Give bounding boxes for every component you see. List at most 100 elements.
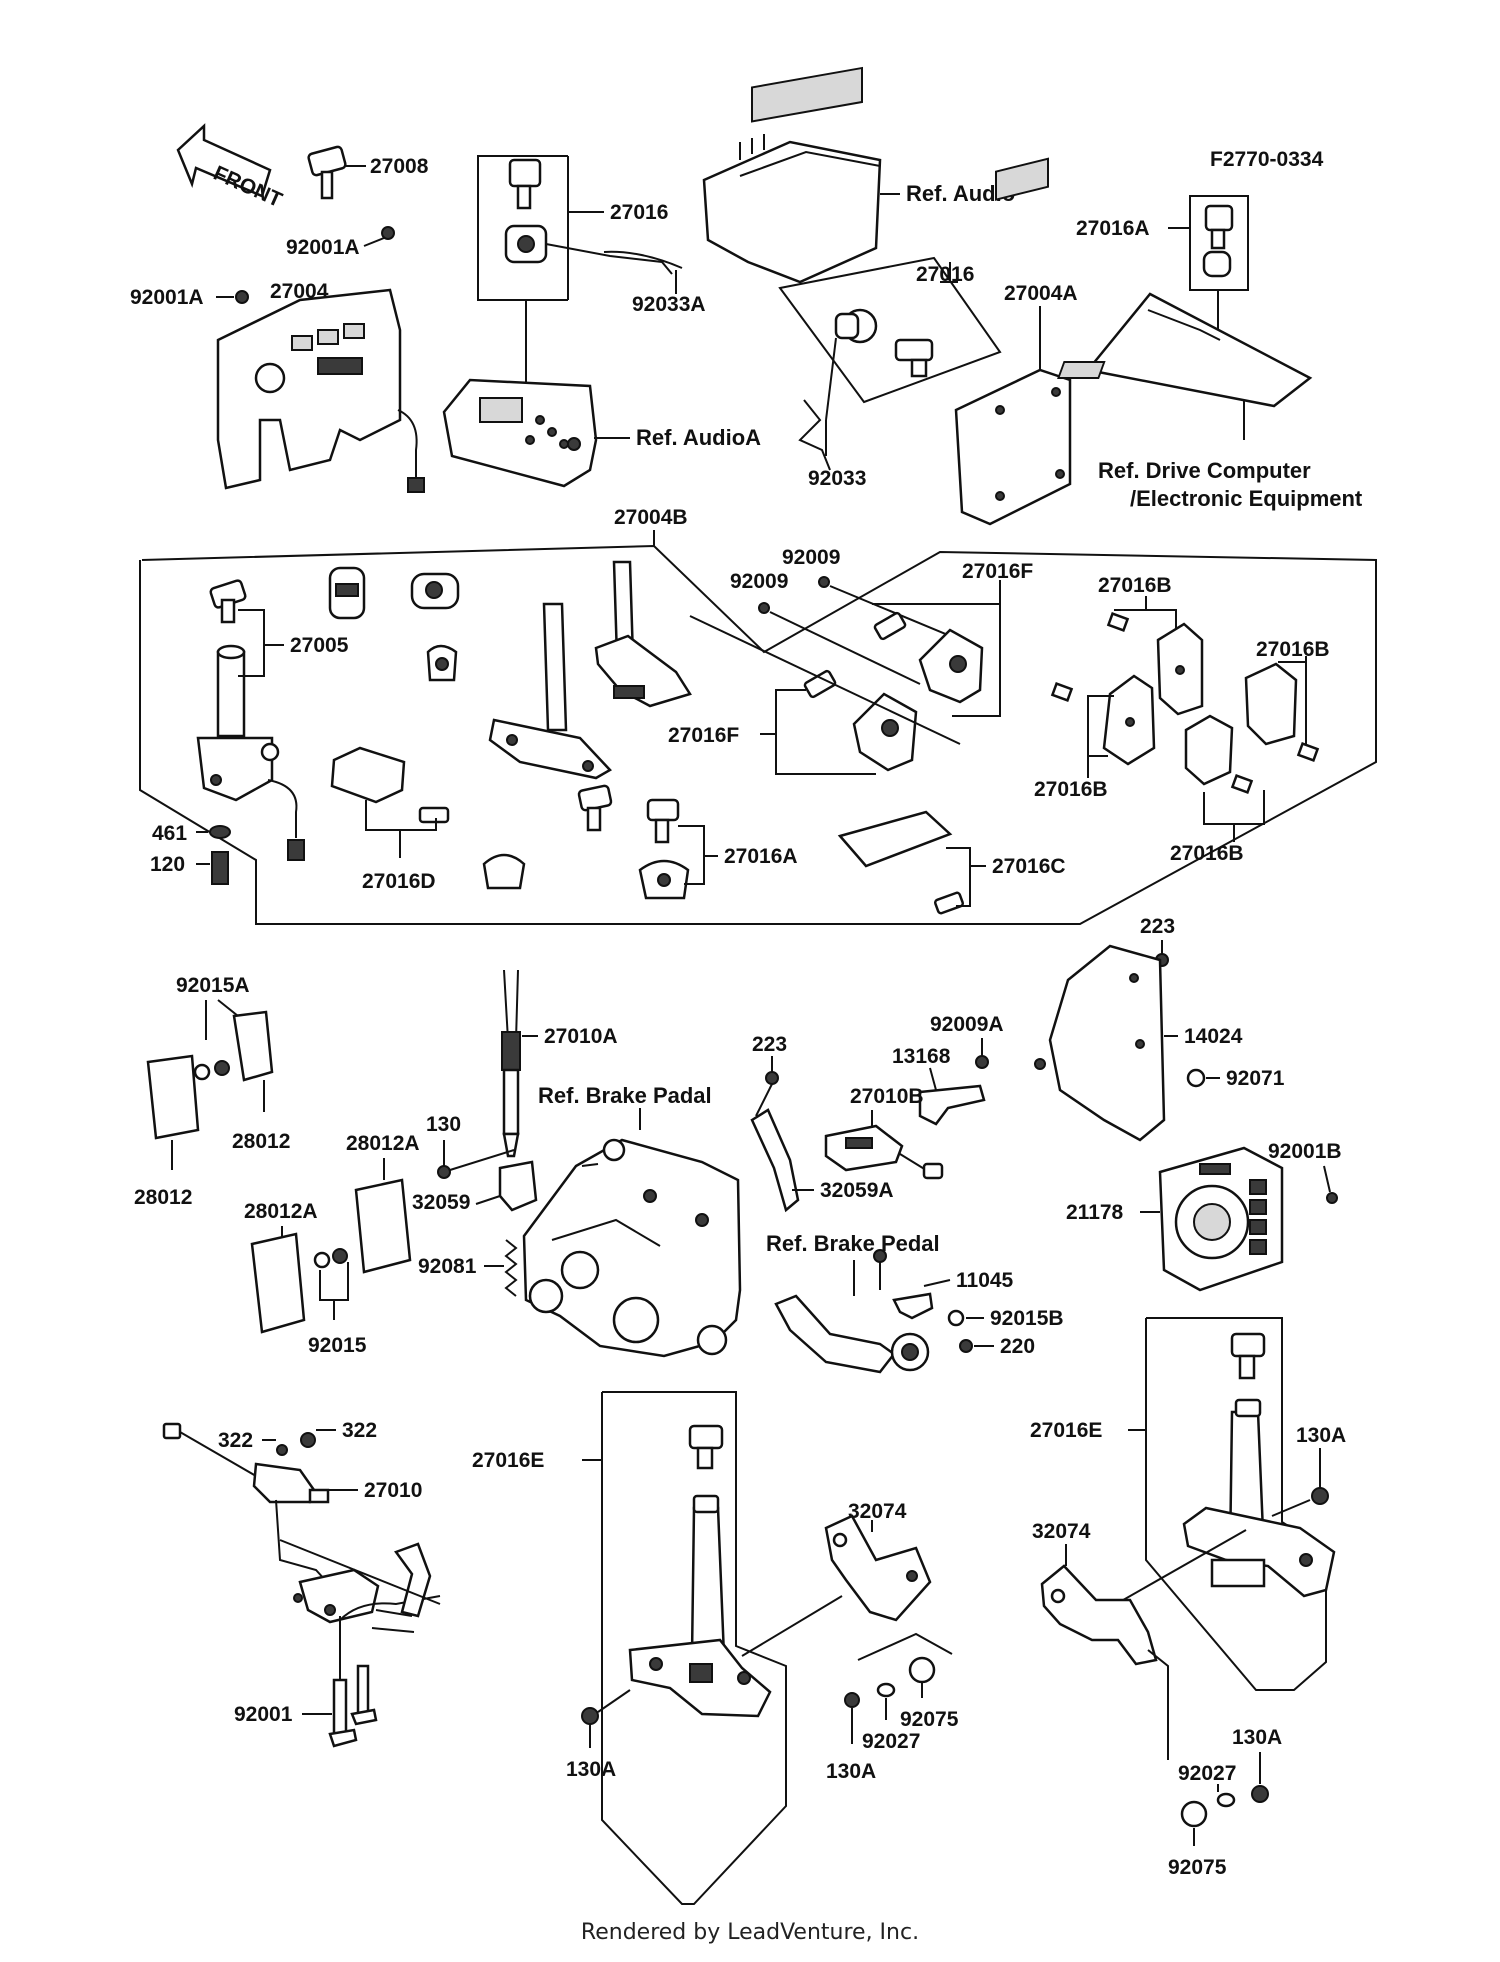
drive-computer-bezel-icon	[1057, 292, 1313, 408]
switch-27016B-icon	[1102, 622, 1298, 786]
label-220: 220	[1000, 1335, 1035, 1358]
nut-92071-icon	[1186, 1068, 1206, 1088]
label-92001A-b: 92001A	[130, 286, 204, 309]
screw-92001A-icon	[381, 226, 395, 240]
label-27016B-d: 27016B	[1170, 842, 1244, 865]
bolt-223-b-icon	[765, 1071, 779, 1085]
label-27016A-a: 27016A	[1076, 217, 1150, 240]
meter-panel-21178-icon	[1158, 1146, 1284, 1292]
label-92027-a: 92027	[862, 1730, 920, 1753]
label-92075-a: 92075	[900, 1708, 959, 1731]
ignition-assembly-icon	[488, 560, 692, 780]
audio-a-unit-icon	[442, 378, 598, 488]
label-27016F-a: 27016F	[962, 560, 1033, 583]
label-27004B: 27004B	[614, 506, 688, 529]
ref-audio-a: Ref. AudioA	[636, 425, 761, 450]
label-28012-b: 28012	[134, 1186, 192, 1209]
label-223-b: 223	[752, 1033, 787, 1056]
bolt-120-icon	[211, 851, 229, 885]
group-27016A-a	[1189, 195, 1249, 291]
label-92015A: 92015A	[176, 974, 250, 997]
reflector-28012-left-icon	[146, 1054, 200, 1140]
cover-14024-icon	[1034, 944, 1166, 1142]
washer-92027-b-icon	[1216, 1792, 1236, 1808]
label-461: 461	[152, 822, 187, 845]
screw-92001A-left-icon	[235, 290, 249, 304]
lock-cap-icon	[482, 853, 526, 890]
bracket-32059-icon	[498, 1160, 538, 1212]
label-27016A-b: 27016A	[724, 845, 798, 868]
ref-drive-computer-1: Ref. Drive Computer	[1098, 458, 1311, 483]
label-14024: 14024	[1184, 1025, 1243, 1048]
label-130: 130	[426, 1113, 461, 1136]
ref-brake-pedal: Ref. Brake Pedal	[766, 1231, 940, 1256]
label-92027-b: 92027	[1178, 1762, 1236, 1785]
bolt-130-icon	[437, 1165, 451, 1179]
spring-92081-icon	[504, 1239, 518, 1297]
label-92001A-a: 92001A	[286, 236, 360, 259]
label-13168: 13168	[892, 1045, 951, 1068]
label-28012-a: 28012	[232, 1130, 290, 1153]
label-27010B: 27010B	[850, 1085, 924, 1108]
ref-brake-padal: Ref. Brake Padal	[538, 1083, 712, 1108]
label-92081: 92081	[418, 1255, 477, 1278]
bolt-130A-c-icon	[1311, 1487, 1329, 1505]
keyswitch-27005-icon	[196, 579, 305, 861]
ignition-27016E-a-icon	[628, 1424, 772, 1718]
label-130A-a: 130A	[566, 1758, 616, 1781]
bolt-brake-icon	[873, 1249, 887, 1263]
key-27008-icon	[307, 145, 347, 200]
label-27016B-c: 27016B	[1256, 638, 1330, 661]
switch-27016F-icon	[803, 611, 984, 772]
bracket-32074-a-icon	[824, 1514, 932, 1622]
bracket-11045-icon	[892, 1292, 934, 1320]
label-28012A-a: 28012A	[346, 1132, 420, 1155]
switch-cover-27004-icon	[216, 288, 425, 493]
label-120: 120	[150, 853, 185, 876]
audio-unit-icon	[702, 66, 882, 284]
group-27016-a	[477, 155, 604, 301]
outline-27016E-b	[1145, 1317, 1327, 1691]
group-27016-b	[778, 256, 1002, 404]
brake-pedal-arm-icon	[774, 1294, 930, 1374]
screw-92009A-icon	[975, 1055, 989, 1069]
label-27016-a: 27016	[610, 201, 668, 224]
label-27010: 27010	[364, 1479, 422, 1502]
front-arrow-icon: FRONT	[176, 123, 286, 212]
switch-27016D-icon	[330, 746, 450, 824]
label-27016C: 27016C	[992, 855, 1066, 878]
label-92001: 92001	[234, 1703, 293, 1726]
bolt-130A-b-icon	[844, 1692, 860, 1708]
nut-220-icon	[959, 1339, 973, 1353]
label-27004A: 27004A	[1004, 282, 1078, 305]
screw-92009-b-icon	[818, 576, 830, 588]
label-92009-b: 92009	[782, 546, 840, 569]
label-130A-b: 130A	[826, 1760, 876, 1783]
label-27016E-a: 27016E	[472, 1449, 544, 1472]
screw-92001B-icon	[1326, 1192, 1338, 1204]
switch-27010B-icon	[824, 1124, 944, 1180]
label-322-b: 322	[342, 1419, 377, 1442]
label-27005: 27005	[290, 634, 349, 657]
label-130A-c: 130A	[1296, 1424, 1346, 1447]
keys-27016A-icon	[577, 784, 690, 900]
label-27016F-b: 27016F	[668, 724, 739, 747]
label-27016-b: 27016	[916, 263, 974, 286]
label-32059A: 32059A	[820, 1179, 894, 1202]
screws-92001-icon	[328, 1616, 378, 1748]
panel-27004A-icon	[954, 157, 1072, 526]
label-92015: 92015	[308, 1334, 367, 1357]
screw-92009-a-icon	[758, 602, 770, 614]
label-27016E-b: 27016E	[1030, 1419, 1102, 1442]
label-21178: 21178	[1066, 1201, 1124, 1224]
label-11045: 11045	[956, 1269, 1014, 1292]
ref-drive-computer-2: /Electronic Equipment	[1130, 486, 1363, 511]
label-92001B: 92001B	[1268, 1140, 1342, 1163]
washer-461-icon	[209, 825, 231, 839]
label-92033: 92033	[808, 467, 866, 490]
diagram-code: F2770-0334	[1210, 148, 1324, 171]
reflector-28012A-a-icon	[354, 1178, 412, 1274]
label-130A-d: 130A	[1232, 1726, 1282, 1749]
label-27008: 27008	[370, 155, 429, 178]
